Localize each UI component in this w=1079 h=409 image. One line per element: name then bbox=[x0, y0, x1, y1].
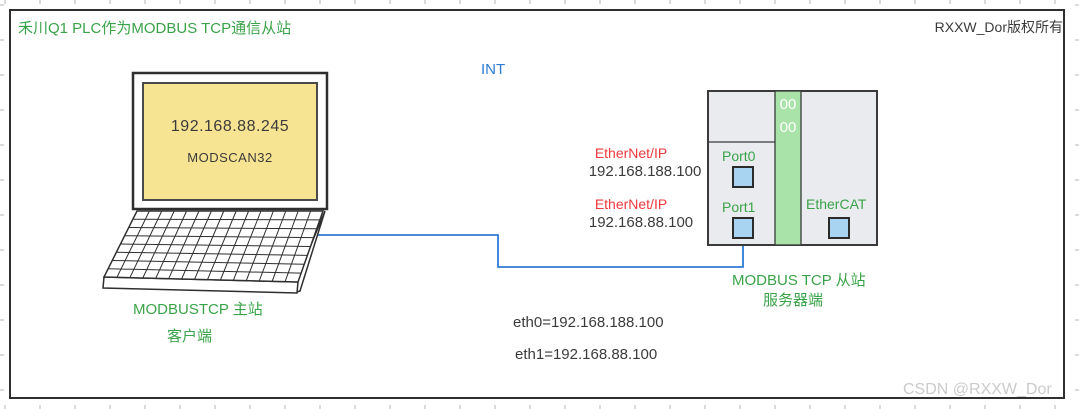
laptop-caption-role: MODBUSTCP 主站 bbox=[133, 301, 263, 318]
ethercat-connector bbox=[828, 217, 850, 239]
led-display-line2: 00 bbox=[779, 119, 797, 136]
eth0-protocol-label: EtherNet/IP bbox=[594, 145, 668, 161]
eth1-protocol-label: EtherNet/IP bbox=[594, 196, 668, 212]
page-title: 禾川Q1 PLC作为MODBUS TCP通信从站 bbox=[18, 20, 292, 37]
footnote-eth1: eth1=192.168.88.100 bbox=[515, 346, 658, 363]
laptop-screen-app: MODSCAN32 bbox=[187, 150, 273, 165]
laptop-keyboard-keys bbox=[108, 210, 320, 282]
ethercat-label: EtherCAT bbox=[806, 196, 867, 212]
csdn-watermark: CSDN @RXXW_Dor bbox=[903, 381, 1052, 398]
diagram-border bbox=[9, 9, 1065, 399]
plc-led-strip bbox=[774, 90, 802, 246]
internet-label: INT bbox=[481, 61, 506, 78]
plc-caption-role: MODBUS TCP 从站 bbox=[732, 272, 866, 289]
port1-connector bbox=[732, 217, 754, 239]
eth0-ip-label: 192.168.188.100 bbox=[588, 163, 702, 180]
laptop-screen-ip: 192.168.88.245 bbox=[170, 118, 290, 135]
eth1-ip-label: 192.168.88.100 bbox=[588, 214, 694, 231]
copyright-label: RXXW_Dor版权所有 bbox=[934, 19, 1063, 35]
ethernet-cable bbox=[318, 234, 744, 268]
led-display-line1: 00 bbox=[779, 96, 797, 113]
laptop-caption-client: 客户端 bbox=[167, 328, 213, 345]
port1-label: Port1 bbox=[722, 199, 756, 215]
port0-label: Port0 bbox=[722, 148, 756, 164]
footnote-eth0: eth0=192.168.188.100 bbox=[513, 314, 664, 331]
plc-caption-server: 服务器端 bbox=[763, 292, 824, 309]
port0-connector bbox=[732, 166, 754, 188]
laptop-screen bbox=[142, 82, 318, 201]
